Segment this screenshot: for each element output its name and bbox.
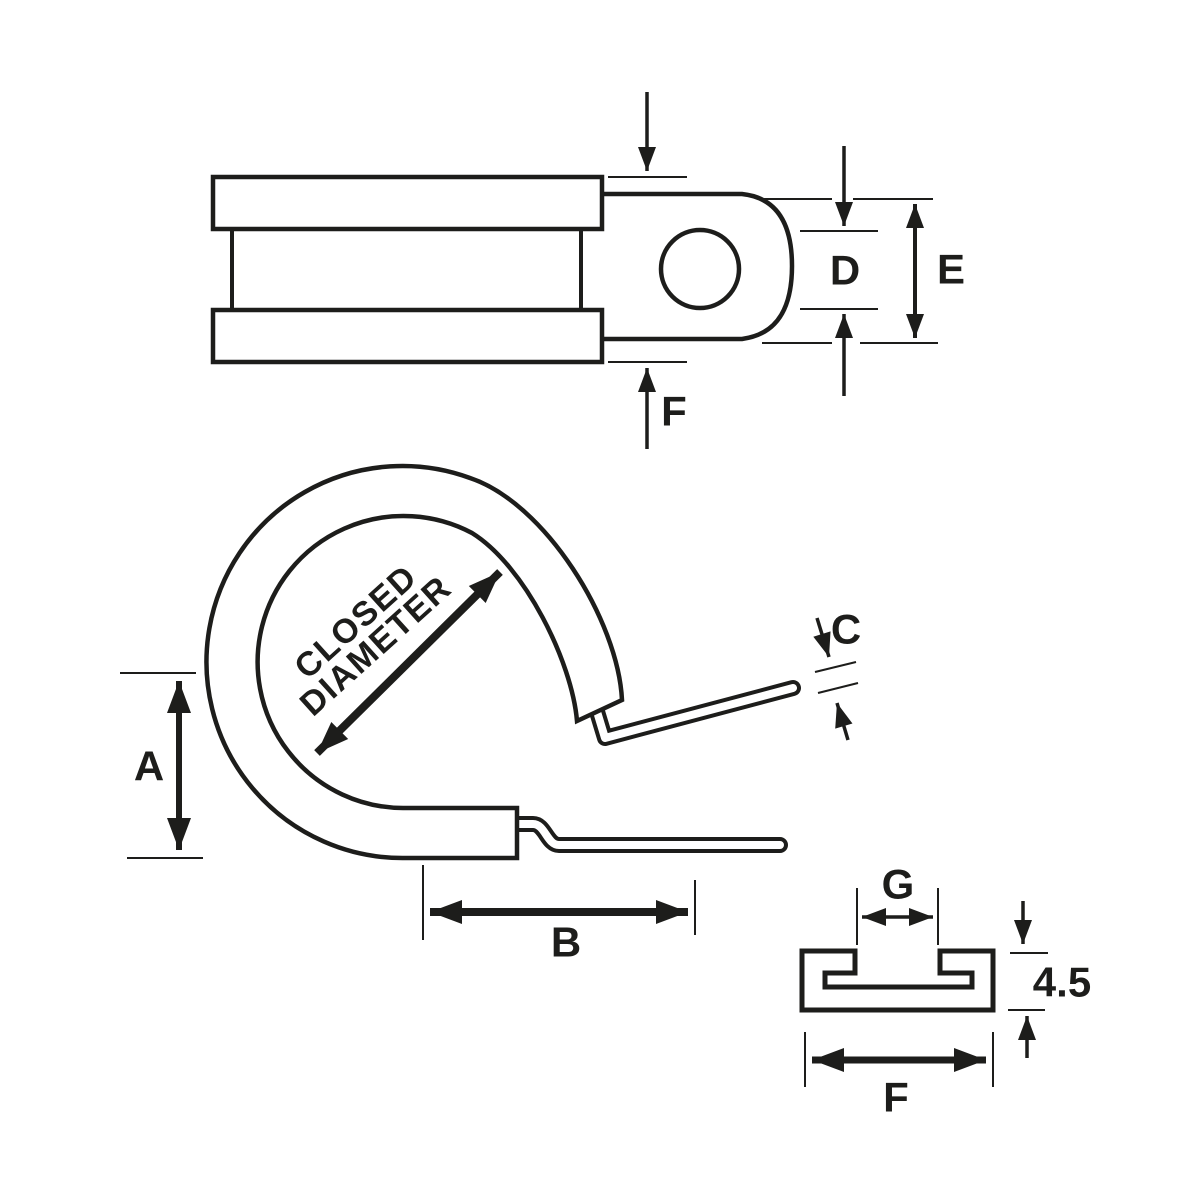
side-view: F D E — [210, 92, 965, 449]
dim-d-label: D — [830, 247, 860, 294]
dim-c-lower-arrow — [835, 702, 853, 741]
cross-section-view: G 4.5 F — [799, 861, 1091, 1121]
rubber-band — [204, 463, 625, 861]
bottom-rubber-flange — [210, 307, 605, 365]
lower-metal-strip-face — [491, 820, 784, 849]
top-rubber-flange — [210, 174, 605, 232]
dim-f-section-label: F — [883, 1074, 909, 1121]
closed-diameter-arrow — [314, 569, 503, 756]
dim-f-side-label: F — [661, 388, 687, 435]
dim-height-label: 4.5 — [1033, 959, 1091, 1006]
dim-c-upper-extension-line — [814, 661, 857, 673]
dim-c-label: C — [831, 606, 861, 653]
dim-c-lower-extension-line — [817, 682, 859, 694]
rubber-channel-profile — [799, 948, 996, 1013]
dim-b-label: B — [551, 919, 581, 966]
bolt-hole — [658, 227, 742, 311]
dim-e-label: E — [937, 246, 965, 293]
upper-metal-strip-face — [591, 684, 797, 742]
clip-front-view: CLOSED DIAMETER A B C — [120, 463, 861, 966]
dim-g-label: G — [882, 861, 915, 908]
dim-c-upper-arrow — [813, 617, 831, 658]
dim-a-label: A — [134, 743, 164, 790]
